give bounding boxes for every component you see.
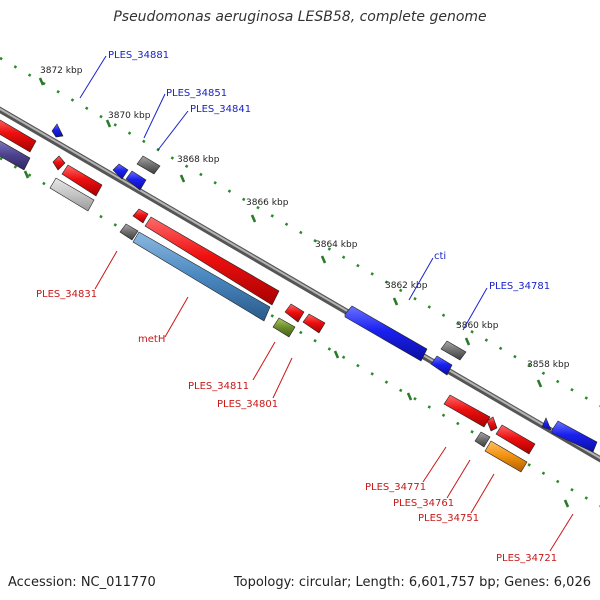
gene-box-grey[interactable]	[136, 155, 161, 175]
scale-label-3860: 3860 kbp	[456, 321, 499, 331]
gene-label-ples-34761[interactable]: PLES_34761	[393, 498, 454, 509]
gene-arrow-red-small-2[interactable]	[132, 208, 149, 224]
gene-arrow-red-small[interactable]	[52, 155, 66, 171]
gene-arrow-red-2[interactable]	[61, 164, 103, 197]
gene-arrow-red-metH-partner[interactable]	[144, 216, 280, 306]
gene-box-grey-2[interactable]	[440, 340, 467, 361]
gene-arrow-blue-4[interactable]	[551, 420, 598, 453]
accession-text: Accession: NC_011770	[8, 575, 156, 590]
scale-label-3858: 3858 kbp	[527, 360, 570, 370]
gene-arrow-blue-small-2[interactable]	[541, 417, 552, 431]
gene-box-steel-metH[interactable]	[132, 231, 271, 322]
gene-label-ples-34751[interactable]: PLES_34751	[418, 513, 479, 524]
genome-backbone-highlight	[0, 107, 600, 460]
gene-features	[0, 117, 598, 473]
scale-label-3866: 3866 kbp	[246, 198, 289, 208]
gene-label-ples-34851[interactable]: PLES_34851	[166, 88, 227, 99]
gene-box-light[interactable]	[49, 177, 95, 212]
gene-box-orange[interactable]	[484, 440, 528, 473]
gene-label-ples-34801[interactable]: PLES_34801	[217, 399, 278, 410]
gene-label-cti[interactable]: cti	[434, 251, 446, 262]
gene-label-ples-34831[interactable]: PLES_34831	[36, 289, 97, 300]
gene-label-ples-34721[interactable]: PLES_34721	[496, 553, 557, 564]
scale-label-3872: 3872 kbp	[40, 66, 83, 76]
gene-label-ples-34811[interactable]: PLES_34811	[188, 381, 249, 392]
scale-label-3868: 3868 kbp	[177, 155, 220, 165]
gene-arrow-red-small-3[interactable]	[486, 416, 498, 432]
gene-box-grey-4[interactable]	[474, 431, 491, 448]
gene-label-ples-34771[interactable]: PLES_34771	[365, 482, 426, 493]
major-ticks-outer	[38, 77, 543, 388]
scale-label-3864: 3864 kbp	[315, 240, 358, 250]
gene-arrow-blue-2[interactable]	[125, 170, 147, 191]
leader-lines-top	[79, 55, 488, 331]
scale-label-3862: 3862 kbp	[385, 281, 428, 291]
gene-label-ples-34841[interactable]: PLES_34841	[190, 104, 251, 115]
gene-arrow-blue[interactable]	[112, 163, 129, 180]
gene-label-ples-34781[interactable]: PLES_34781	[489, 281, 550, 292]
gene-arrow-blue-cti[interactable]	[344, 305, 428, 362]
gene-box-grey-3[interactable]	[119, 223, 139, 241]
map-title: Pseudomonas aeruginosa LESB58, complete …	[113, 9, 487, 25]
gene-arrow-red-5[interactable]	[443, 394, 491, 428]
gene-arrow-red-6[interactable]	[495, 424, 536, 455]
gene-label-ples-34881[interactable]: PLES_34881	[108, 50, 169, 61]
gene-arrow-red-3[interactable]	[284, 303, 305, 323]
gene-box-olive[interactable]	[272, 317, 296, 338]
scale-label-3870: 3870 kbp	[108, 111, 151, 121]
genome-summary-text: Topology: circular; Length: 6,601,757 bp…	[233, 575, 591, 590]
gene-arrow-red-4[interactable]	[302, 313, 326, 334]
gene-arrow-blue-small[interactable]	[51, 123, 64, 138]
gene-label-meth[interactable]: metH	[138, 334, 165, 345]
gene-box-purple[interactable]	[0, 138, 31, 171]
gene-arrow-red[interactable]	[0, 117, 37, 153]
leader-lines-bottom	[94, 250, 574, 552]
tick-line-outer	[0, 56, 600, 408]
gene-arrow-blue-3[interactable]	[430, 355, 453, 376]
